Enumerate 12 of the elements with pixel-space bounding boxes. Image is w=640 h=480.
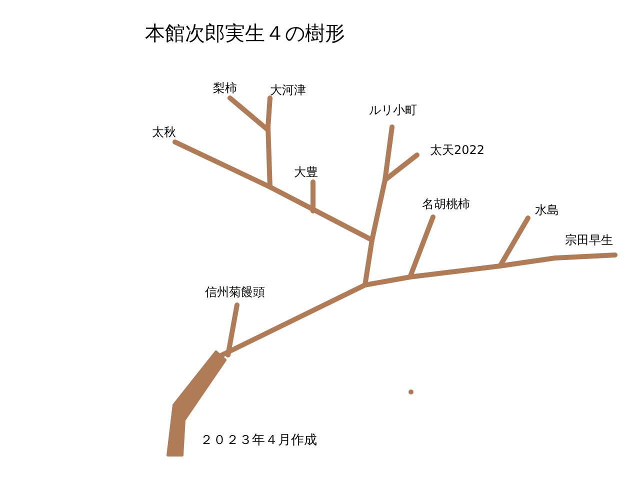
variety-label: 大河津 — [270, 82, 306, 99]
variety-label: 宗田早生 — [565, 232, 613, 249]
diagram-title: 本館次郎実生４の樹形 — [145, 20, 345, 47]
variety-label: 太秋 — [152, 124, 176, 141]
variety-label: ルリ小町 — [369, 102, 417, 119]
variety-label: 名胡桃柿 — [422, 196, 470, 213]
variety-label: 梨柿 — [213, 80, 237, 97]
variety-label: 水島 — [535, 202, 559, 219]
variety-label: 信州菊饅頭 — [205, 284, 265, 301]
variety-label: 太天2022 — [430, 142, 485, 159]
date-note: ２０２３年４月作成 — [200, 432, 317, 449]
variety-label: 大豊 — [294, 164, 318, 181]
